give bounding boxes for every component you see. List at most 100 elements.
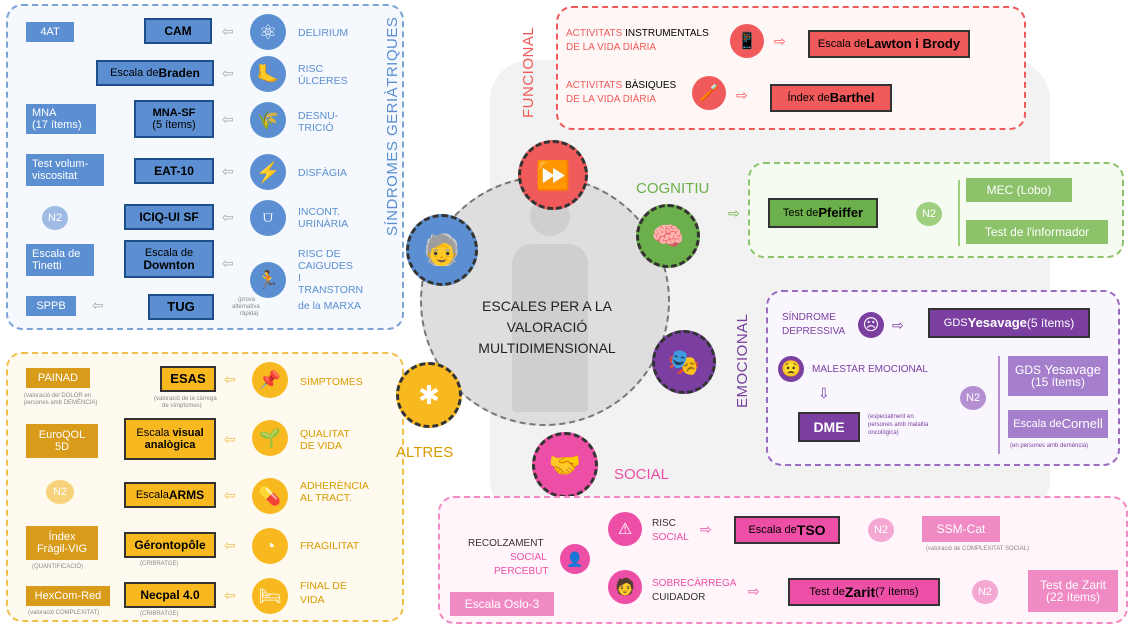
altres-title: ALTRES bbox=[396, 444, 454, 461]
box-tug: TUG bbox=[148, 294, 214, 320]
funcional-r1-l2: DE LA VIDA DIÀRIA bbox=[566, 42, 657, 53]
gauge-icon: ◔ bbox=[252, 528, 288, 564]
caregiver-icon: 🧑 bbox=[608, 570, 642, 604]
box-test-volum: Test volum-viscositat bbox=[26, 154, 104, 186]
arrow-left-icon: ⇦ bbox=[224, 371, 236, 387]
sindromes-title: SÍNDROMES GERIÀTRIQUES bbox=[384, 16, 401, 236]
n2-badge: N2 bbox=[42, 206, 68, 230]
arrow-left-icon: ⇦ bbox=[222, 65, 234, 81]
arrow-right-icon: ⇨ bbox=[774, 33, 786, 49]
funcional-title: FUNCIONAL bbox=[520, 26, 537, 118]
box-eat10: EAT-10 bbox=[134, 158, 214, 184]
arrow-left-icon: ⇦ bbox=[222, 163, 234, 179]
box-cam: CAM bbox=[144, 18, 212, 44]
label-risc-de: RISC DE bbox=[298, 248, 341, 260]
falling-person-icon: 🏃 bbox=[250, 262, 286, 298]
social-l1c: PERCEBUT bbox=[494, 566, 549, 577]
tug-note-2: alternativa bbox=[232, 304, 260, 310]
phone-icon: 📱 bbox=[730, 24, 764, 58]
social-title: SOCIAL bbox=[614, 466, 670, 483]
arrow-left-icon: ⇦ bbox=[222, 23, 234, 39]
bed-icon: 🛏 bbox=[252, 578, 288, 614]
label-desnu: DESNU- bbox=[298, 110, 339, 122]
arrow-left-icon: ⇦ bbox=[224, 537, 236, 553]
label-incont: INCONT. bbox=[298, 206, 340, 218]
box-necpal: Necpal 4.0 bbox=[124, 582, 216, 608]
label-caigudes: CAIGUDES bbox=[298, 260, 353, 272]
label-vida: VIDA bbox=[300, 594, 325, 606]
label-transtorn: TRANSTORN bbox=[298, 284, 364, 296]
box-ssm-cat: SSM-Cat bbox=[922, 516, 1000, 542]
arrow-left-icon: ⇦ bbox=[222, 111, 234, 127]
label-urinaria: URINÀRIA bbox=[298, 218, 349, 230]
box-mna-sf: MNA-SF(5 ítems) bbox=[134, 100, 214, 138]
dme-note-1: (especialment en bbox=[868, 414, 914, 420]
warning-icon: ⚠ bbox=[608, 512, 642, 546]
fragil-note: (QUANTIFICACIÓ) bbox=[32, 564, 83, 570]
box-dme: DME bbox=[798, 412, 860, 442]
box-gds5: GDS Yesavage (5 ítems) bbox=[928, 308, 1090, 338]
arrow-left-icon: ⇦ bbox=[224, 431, 236, 447]
box-mna: MNA(17 ítems) bbox=[26, 104, 96, 134]
n2-badge: N2 bbox=[960, 386, 986, 410]
center-line-2: VALORACIÓ bbox=[506, 319, 588, 335]
label-adherencia: ADHERÈNCIA bbox=[300, 480, 369, 492]
social-l1a: RECOLZAMENT bbox=[468, 538, 544, 549]
arrow-right-icon: ⇨ bbox=[728, 205, 740, 221]
cognitiu-divider bbox=[958, 180, 960, 246]
brain-icon: 🧠 bbox=[636, 204, 700, 268]
n2-badge: N2 bbox=[868, 518, 894, 542]
cornell-note: (en persones amb demència) bbox=[1010, 443, 1089, 449]
wheat-icon: 🌾 bbox=[250, 102, 286, 138]
pin-icon: 📌 bbox=[252, 362, 288, 398]
atom-icon: ⚛ bbox=[250, 14, 286, 50]
arrow-right-icon: ⇨ bbox=[736, 87, 748, 103]
center-line-1: ESCALES PER A LA bbox=[482, 298, 612, 314]
emocional-l3: MALESTAR EMOCIONAL bbox=[812, 364, 928, 375]
tug-note-3: ràpida) bbox=[240, 311, 259, 317]
hexcom-note: (valoració COMPLEXITAT) bbox=[28, 610, 100, 616]
necpal-note: (CRIBRATGE) bbox=[140, 611, 179, 617]
plant-hand-icon: 🌱 bbox=[252, 420, 288, 456]
arrow-right-icon: ⇨ bbox=[892, 317, 904, 333]
funcional-r2-l2: DE LA VIDA DIÀRIA bbox=[566, 94, 657, 105]
handshake-icon: 🤝 bbox=[532, 432, 598, 498]
dme-note-3: oncològica) bbox=[868, 430, 899, 436]
label-final-de: FINAL DE bbox=[300, 580, 347, 592]
center-title: ESCALES PER A LA VALORACIÓ MULTIDIMENSIO… bbox=[470, 296, 624, 359]
emocional-l2: DEPRESSIVA bbox=[782, 326, 846, 337]
arrow-left-icon: ⇦ bbox=[224, 487, 236, 503]
person-card-icon: 👤 bbox=[560, 544, 590, 574]
ssm-note: (valoració de COMPLEXITAT SOCIAL) bbox=[926, 546, 1030, 552]
n2-badge: N2 bbox=[916, 202, 942, 226]
foot-icon: 🦶 bbox=[250, 56, 286, 92]
box-zarit22: Test de Zarit(22 ítems) bbox=[1028, 570, 1118, 612]
diaper-icon: ⩌ bbox=[250, 200, 286, 236]
lightning-icon: ⚡ bbox=[250, 154, 286, 190]
box-gerontopole: Gérontopôle bbox=[124, 532, 216, 558]
network-icon: ✱ bbox=[396, 362, 462, 428]
label-marxa: de la MARXA bbox=[298, 300, 362, 312]
sad-face-icon: ☹ bbox=[858, 312, 884, 338]
box-painad: PAINAD bbox=[26, 368, 90, 388]
arrow-left-icon: ⇦ bbox=[92, 297, 104, 313]
social-l1b: SOCIAL bbox=[510, 552, 547, 563]
box-mec: MEC (Lobo) bbox=[966, 178, 1072, 202]
box-pfeiffer: Test de Pfeiffer bbox=[768, 198, 878, 228]
label-delirium: DELIRIUM bbox=[298, 27, 349, 39]
funcional-r2-l1: ACTIVITATS BÀSIQUES bbox=[566, 80, 677, 91]
label-simptomes: SÍMPTOMES bbox=[300, 376, 363, 388]
box-lawton: Escala de Lawton i Brody bbox=[808, 30, 970, 58]
arrow-left-icon: ⇦ bbox=[224, 587, 236, 603]
emocional-title: EMOCIONAL bbox=[734, 313, 751, 408]
fast-forward-icon: ⏩ bbox=[518, 140, 588, 210]
n2-badge: N2 bbox=[972, 580, 998, 604]
box-arms: Escala ARMS bbox=[124, 482, 216, 508]
tug-note-1: (prova bbox=[238, 297, 256, 303]
arrow-left-icon: ⇦ bbox=[222, 255, 234, 271]
arrow-right-icon: ⇨ bbox=[700, 521, 712, 537]
